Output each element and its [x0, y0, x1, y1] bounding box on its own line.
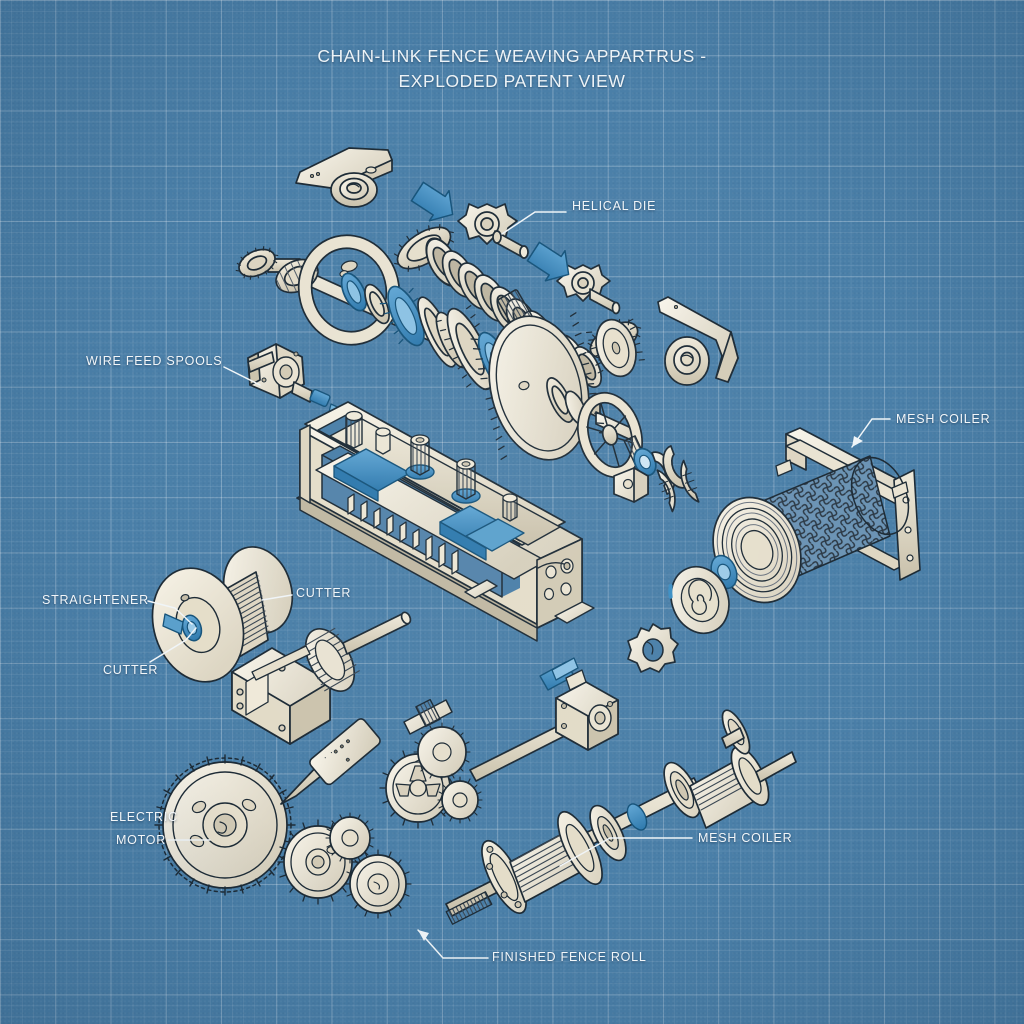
callout-label-helical-die: HELICAL DIE — [572, 199, 657, 213]
loose-sprocket — [627, 623, 679, 673]
idler-bracket-arm-right — [657, 296, 739, 386]
rotor-armature — [445, 709, 797, 925]
callout-label-mesh-coiler-bottom: MESH COILER — [698, 831, 793, 845]
title-line-1: CHAIN-LINK FENCE WEAVING APPARTRUS - — [317, 46, 707, 66]
idler-bracket-arm-upper — [295, 147, 393, 208]
helical-die-head — [457, 203, 529, 259]
gearbox-block — [539, 657, 619, 751]
callout-arrowheads — [418, 436, 863, 941]
callout-label-cutter-upper: CUTTER — [296, 586, 352, 600]
callout-leader-lines — [147, 211, 891, 959]
mesh-coiler-drum — [656, 427, 921, 635]
direction-arrow-2 — [526, 241, 570, 282]
main-gear-train — [235, 234, 687, 503]
title-line-2: EXPLODED PATENT VIEW — [398, 71, 626, 91]
helical-die-head-secondary — [556, 264, 621, 315]
callout-label-cutter-lower: CUTTER — [103, 663, 159, 677]
direction-arrow-1 — [410, 181, 454, 222]
callout-label-straightener: STRAIGHTENER — [42, 593, 149, 607]
page-title: CHAIN-LINK FENCE WEAVING APPARTRUS - EXP… — [0, 44, 1024, 94]
cutter-housing — [231, 611, 412, 745]
callout-label-mesh-coiler-top: MESH COILER — [896, 412, 991, 426]
callout-label-electric-motor-2: MOTOR — [116, 833, 167, 847]
machine-frame-bed — [296, 401, 595, 642]
wire-feed-spool-left — [247, 343, 349, 421]
callout-label-wire-feed-spools: WIRE FEED SPOOLS — [86, 354, 223, 368]
electric-motor-gearset — [154, 657, 619, 919]
callout-label-finished-fence-roll: FINISHED FENCE ROLL — [492, 950, 647, 964]
callout-label-electric-motor-1: ELECTRIC — [110, 810, 178, 824]
